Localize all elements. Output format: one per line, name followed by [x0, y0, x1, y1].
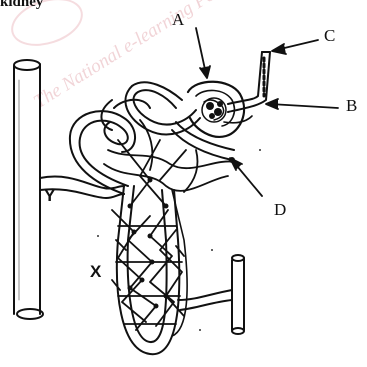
- label-x: X: [90, 262, 101, 282]
- label-d: D: [274, 200, 286, 220]
- distal-convoluted-tubule: [70, 100, 150, 194]
- label-a: A: [172, 10, 184, 30]
- label-y: Y: [44, 186, 55, 206]
- renal-vein-branch: [178, 255, 244, 334]
- collecting-duct: [14, 60, 43, 319]
- loop-of-henle: [117, 186, 187, 354]
- renal-arteriole: [224, 52, 270, 123]
- label-b: B: [346, 96, 357, 116]
- label-c: C: [324, 26, 335, 46]
